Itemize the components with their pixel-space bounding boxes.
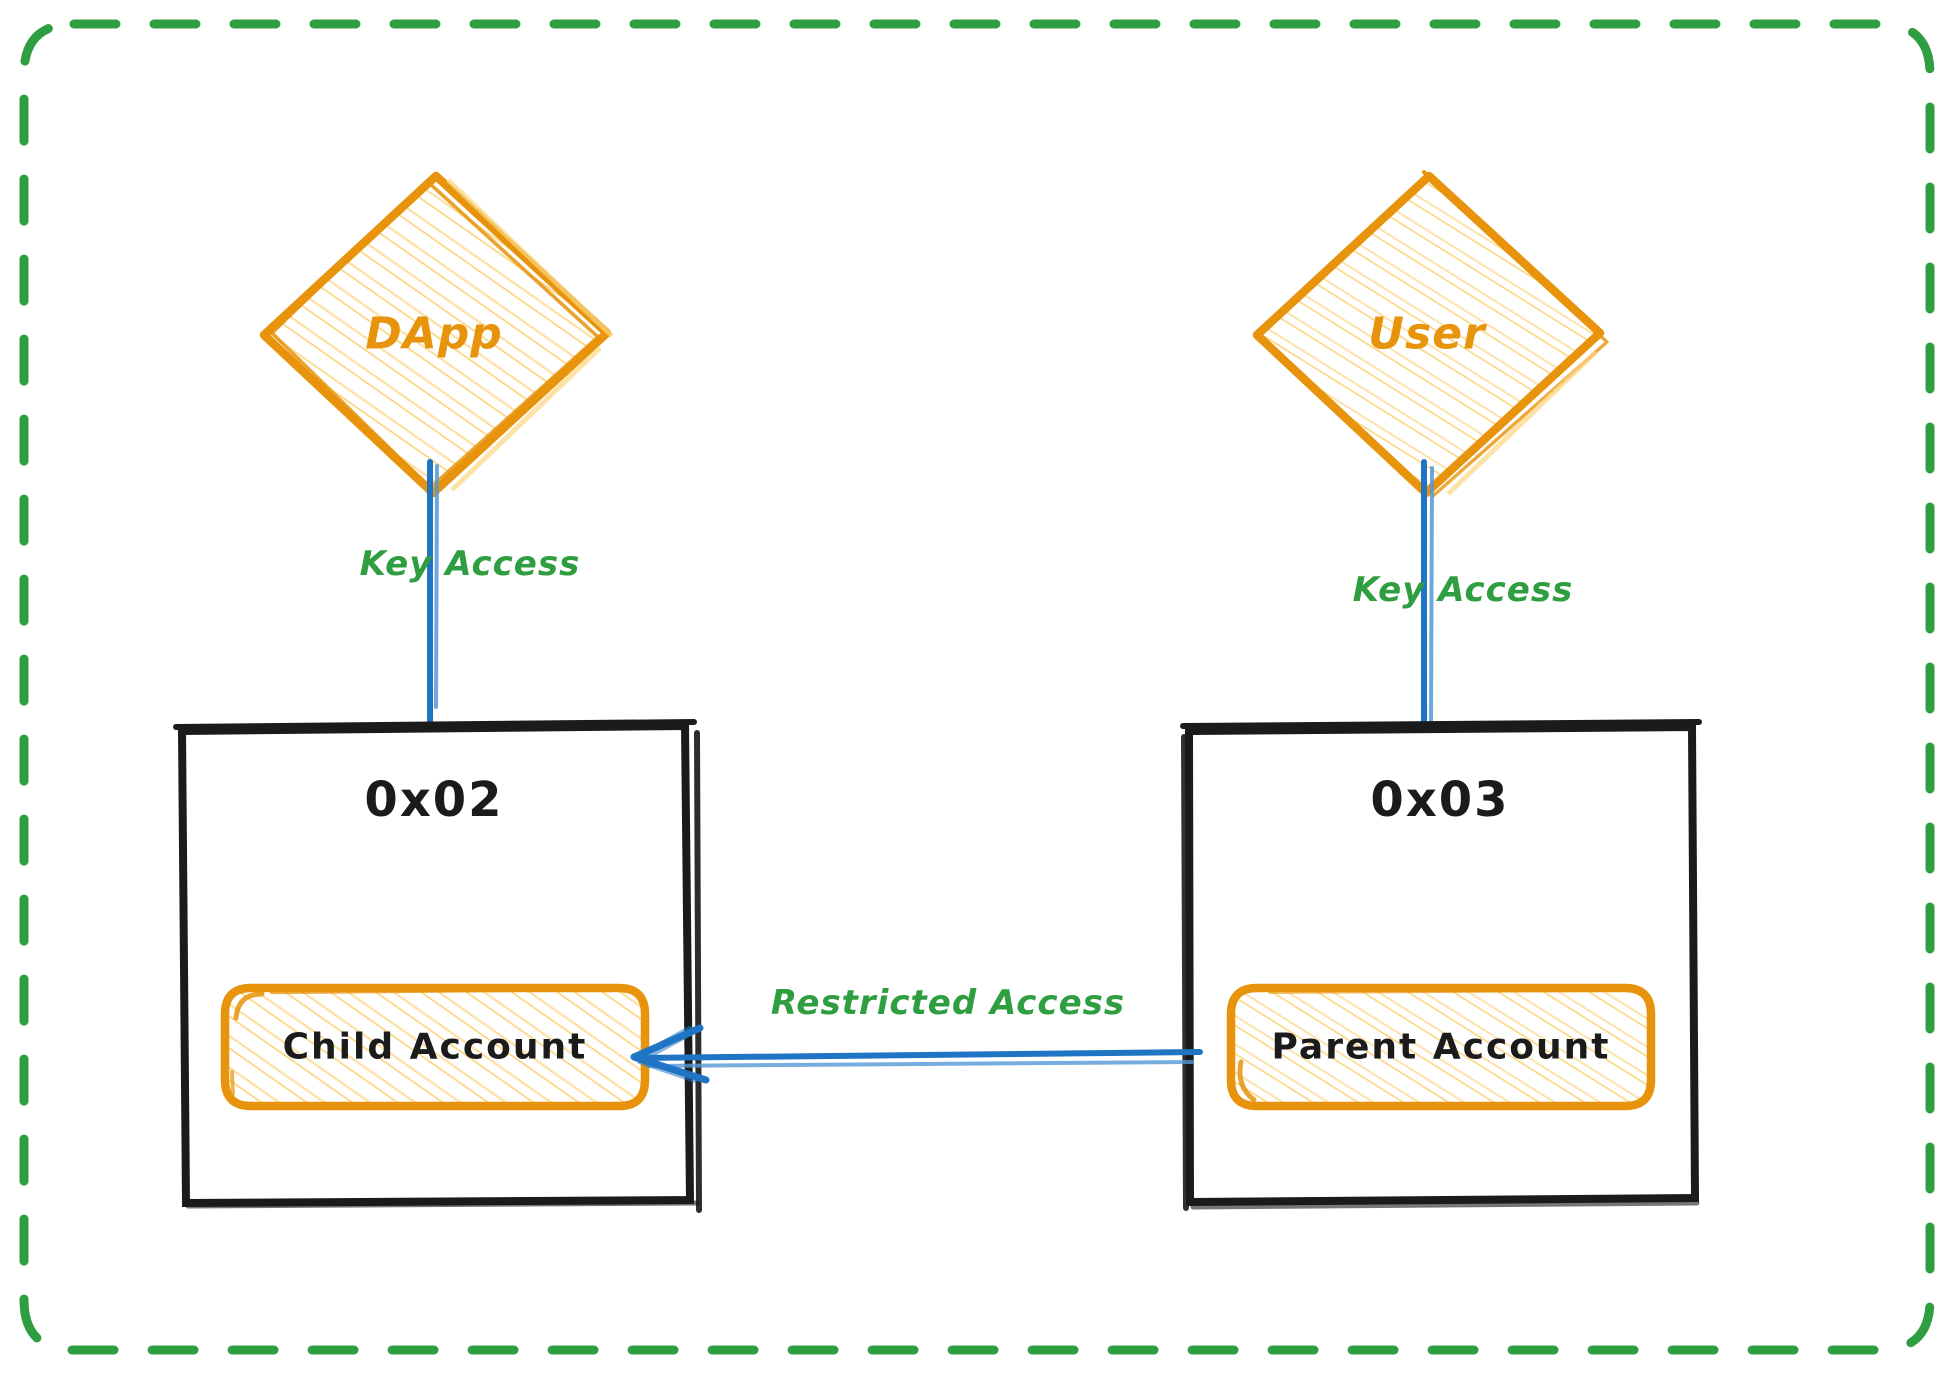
node-box-0x03[interactable] xyxy=(1180,719,1702,1211)
node-child-account[interactable] xyxy=(220,983,650,1111)
edge-restricted-access xyxy=(630,1024,1203,1084)
outer-dashed-frame xyxy=(19,19,1935,1355)
node-user[interactable] xyxy=(1252,170,1609,498)
edge-user-key-access xyxy=(1421,459,1434,739)
node-parent-account[interactable] xyxy=(1226,983,1656,1111)
edge-dapp-key-access xyxy=(427,459,439,729)
node-dapp[interactable] xyxy=(259,171,614,498)
node-box-0x02[interactable] xyxy=(173,719,702,1213)
